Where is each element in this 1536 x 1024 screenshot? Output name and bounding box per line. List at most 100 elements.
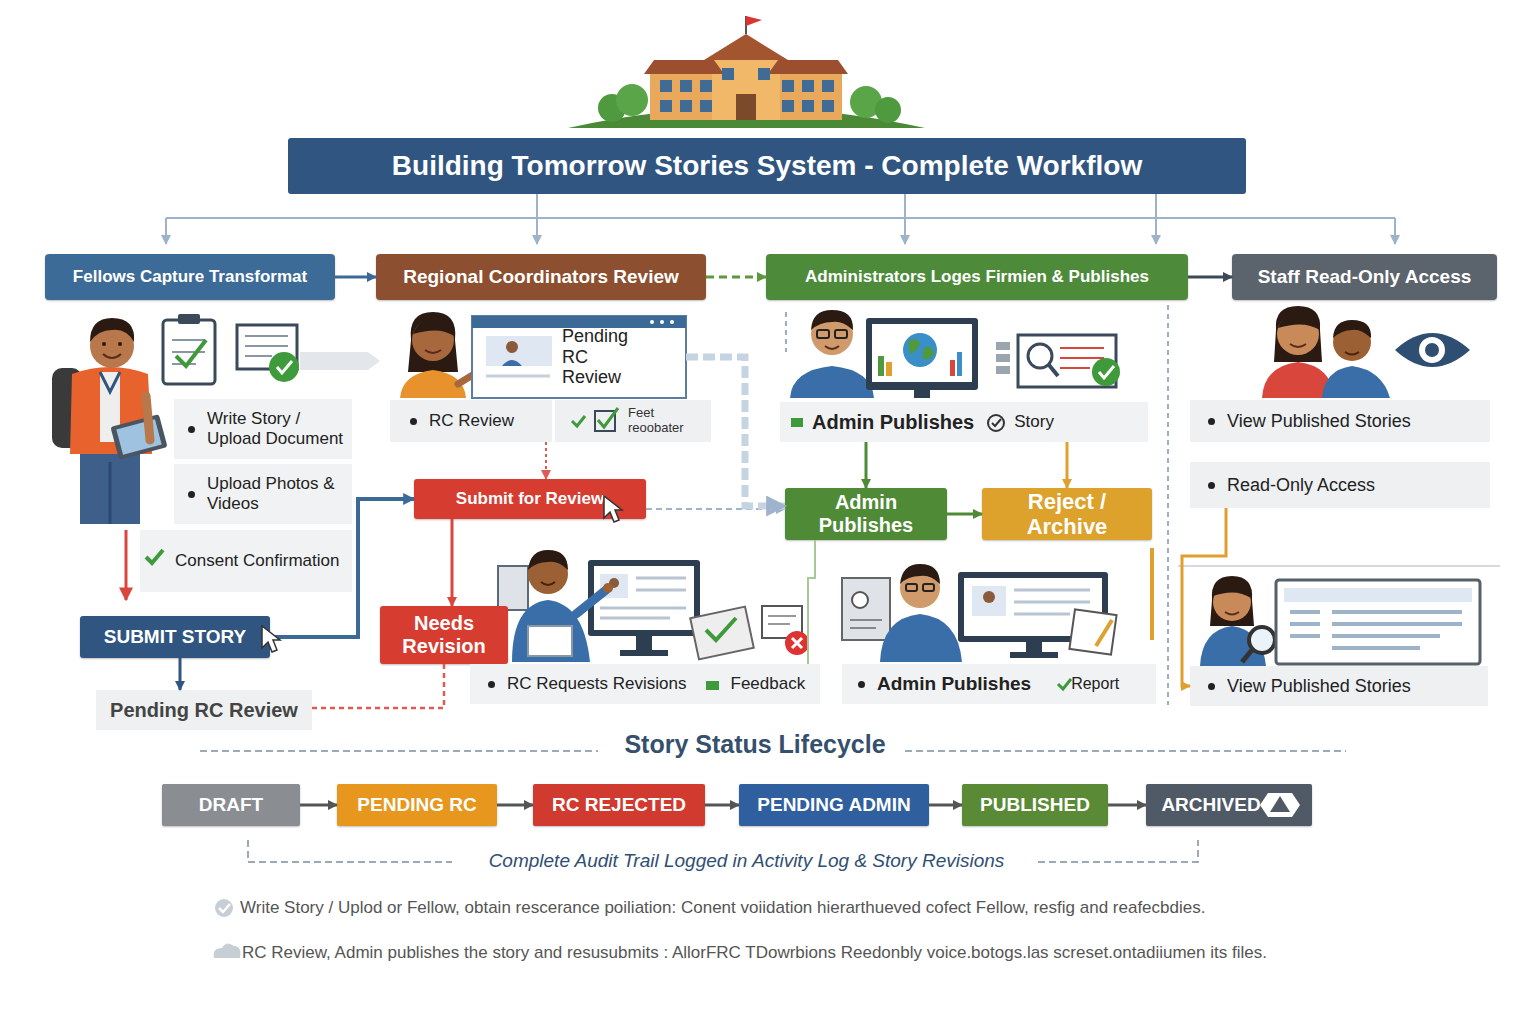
fellow-illustration xyxy=(90,318,134,342)
reviewer-illustration xyxy=(792,638,802,648)
admin-illustration xyxy=(850,620,882,628)
check-icon xyxy=(146,408,1071,689)
task-card: Admin PublishesReport xyxy=(842,664,1156,704)
task-icons xyxy=(176,340,206,366)
school-building xyxy=(568,16,925,128)
admin-illustration xyxy=(852,592,868,608)
reviewer-illustration xyxy=(706,618,736,640)
admin-illustration xyxy=(908,339,934,359)
rc-illustration xyxy=(413,318,454,336)
flow-connector xyxy=(1188,276,1232,279)
audit-bracket xyxy=(248,840,452,862)
admin-illustration xyxy=(983,591,995,603)
reviewer-illustration xyxy=(588,560,700,636)
school-building xyxy=(700,100,712,112)
school-building xyxy=(758,68,770,80)
admin-illustration xyxy=(1099,366,1114,378)
school-building xyxy=(700,80,712,92)
reviewer-illustration xyxy=(498,566,528,610)
fellow-illustration xyxy=(103,354,121,358)
admin-illustration xyxy=(878,356,884,376)
cursor-icon xyxy=(262,626,280,652)
admin-illustration xyxy=(1092,358,1120,386)
bullet-dot xyxy=(188,426,195,433)
staff-illustration xyxy=(1284,588,1472,602)
task-card: Admin PublishesStory xyxy=(780,402,1148,442)
admin-illustration xyxy=(1069,609,1116,654)
school-building xyxy=(802,80,814,92)
node-text: RC Requests Revisions xyxy=(507,674,687,694)
screen-frame xyxy=(670,320,674,324)
action-button: Admin Publishes xyxy=(785,488,947,540)
admin-illustration xyxy=(866,318,978,390)
footnote-icon xyxy=(214,899,241,958)
flow-connector xyxy=(451,519,454,606)
check-icon xyxy=(598,408,618,427)
reviewer-illustration xyxy=(528,550,568,570)
flow-connector xyxy=(929,804,962,807)
column-header: Administrators Loges Firmien & Publishes xyxy=(766,254,1188,300)
column-header: Fellows Capture Transformat xyxy=(45,254,335,300)
staff-illustration xyxy=(1290,612,1462,648)
branch-lines xyxy=(904,218,906,244)
task-icons xyxy=(163,320,215,384)
bullet-dot xyxy=(410,418,417,425)
flow-arrow xyxy=(125,530,128,600)
admin-illustration xyxy=(886,362,892,376)
node-text: RC Review xyxy=(429,411,514,431)
node-text: Pending RC Review xyxy=(110,699,298,722)
audit-note: Complete Audit Trail Logged in Activity … xyxy=(455,850,1038,872)
footnote-icon xyxy=(214,943,241,958)
screen-frame xyxy=(472,316,686,398)
branch-lines xyxy=(165,218,167,244)
flow-connector xyxy=(808,540,815,664)
fellow-illustration xyxy=(118,342,122,346)
school-building xyxy=(782,80,794,92)
audit-bracket xyxy=(1038,840,1198,862)
rc-illustration xyxy=(408,312,458,372)
check-icon xyxy=(572,416,585,426)
eye-icon xyxy=(1425,343,1439,357)
node-text: Administrators Loges Firmien & Publishes xyxy=(805,267,1149,287)
admin-illustration xyxy=(996,366,1010,374)
screen-frame xyxy=(502,360,522,366)
branch-lines xyxy=(1394,218,1396,244)
separator-line xyxy=(1167,305,1169,705)
flow-connector xyxy=(706,276,766,279)
small-icon xyxy=(988,415,1004,431)
node-text: Admin Publishes xyxy=(793,491,939,537)
branch-lines xyxy=(537,194,1156,218)
status-box: ARCHIVED xyxy=(1146,784,1312,826)
task-card: Consent Confirmation xyxy=(140,530,352,592)
node-text: Staff Read-Only Access xyxy=(1258,266,1472,288)
rc-illustration xyxy=(425,350,441,353)
bullet-dot xyxy=(1208,418,1215,425)
node-text: Feet reoobater xyxy=(628,406,703,436)
admin-illustration xyxy=(996,342,1010,350)
staff-illustration xyxy=(1333,320,1371,338)
node-text: Feedback xyxy=(731,674,806,694)
task-card: RC Review xyxy=(390,400,552,442)
eye-icon xyxy=(1395,333,1470,367)
branch-lines xyxy=(166,194,1395,244)
cursor-icon xyxy=(262,496,622,652)
admin-illustration xyxy=(811,310,853,330)
reviewer-illustration xyxy=(594,566,694,630)
node-text: PENDING RC xyxy=(357,794,476,816)
node-text: Needs Revision xyxy=(388,612,500,658)
fellow-illustration xyxy=(110,414,167,460)
school-building xyxy=(822,80,834,92)
small-icon xyxy=(706,681,719,690)
branch-lines xyxy=(166,217,1395,219)
admin-illustration xyxy=(914,390,930,398)
reviewer-illustration xyxy=(528,626,572,656)
screen-frame xyxy=(486,336,552,366)
staff-illustration xyxy=(1290,344,1306,347)
school-building xyxy=(722,68,734,80)
node-text: Admin Publishes xyxy=(877,673,1031,695)
flow-connector xyxy=(1182,508,1226,686)
lifecycle-rule xyxy=(905,750,1346,752)
cursor-icon xyxy=(604,496,622,522)
task-card: Write Story / Upload Document xyxy=(174,399,352,459)
branch-lines xyxy=(536,218,538,244)
